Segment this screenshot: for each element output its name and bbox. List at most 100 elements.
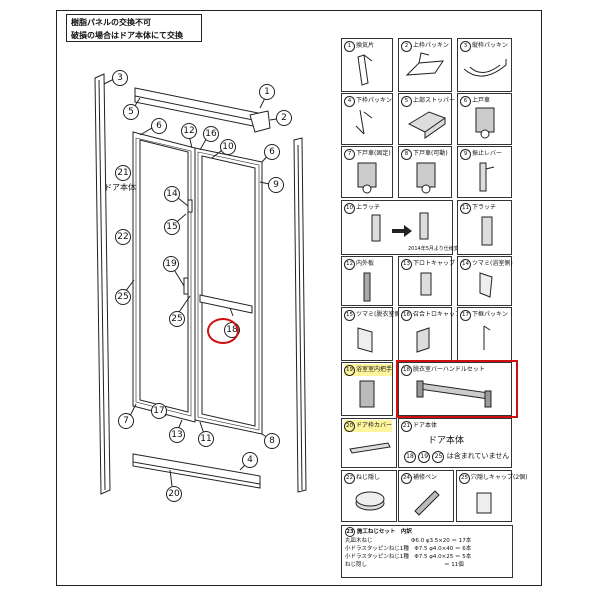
- screw-set-row: 小ドラスタッピンねじ1種 Φ7.5 φ4.0×40 ＝ 6本: [345, 546, 472, 552]
- door-body-excluded-note: 18 19 25 は含まれていません: [404, 451, 509, 463]
- part-13-image: [420, 272, 432, 296]
- callout-21: 21: [115, 165, 131, 181]
- screw-set-title: 施工ねじセット 内訳: [356, 529, 412, 535]
- excluded-19: 19: [418, 451, 431, 463]
- knob-bathroom: [183, 277, 189, 295]
- part-8-image: [416, 162, 436, 194]
- callout-6-right: 6: [264, 144, 280, 160]
- latch-spec-change-note: 2014年5月より仕様変更: [408, 246, 464, 252]
- callout-7: 7: [118, 413, 134, 429]
- part-12-image: [363, 272, 371, 302]
- part-5-image: [407, 111, 447, 139]
- callout-10: 10: [220, 139, 236, 155]
- screw-set-num: 23: [345, 527, 355, 537]
- note-line-2: 破損の場合はドア本体にて交換: [71, 31, 183, 40]
- excluded-text: は含まれていません: [446, 452, 510, 460]
- callout-13: 13: [169, 427, 185, 443]
- bar-handle: [199, 294, 253, 314]
- part-18-image: [416, 380, 492, 408]
- callout-5: 5: [123, 104, 139, 120]
- excluded-18: 18: [404, 451, 416, 463]
- part-2-image: [405, 52, 444, 76]
- screw-set-row: 小ドラスタッピンねじ1種 Φ7.5 φ4.0×25 ＝ 5本: [345, 554, 472, 560]
- excluded-25: 25: [432, 451, 445, 463]
- part-16-image: [416, 327, 430, 353]
- callout-17: 17: [151, 403, 167, 419]
- left-door-panel: [132, 131, 196, 423]
- part-7-image: [357, 162, 377, 194]
- part-9-image: [479, 162, 495, 192]
- callout-9: 9: [268, 177, 284, 193]
- part-1-image: [357, 54, 373, 86]
- highlight-box-18: [396, 360, 518, 418]
- part-20-image: [349, 442, 391, 454]
- note-box: 樹脂パネルの交換不可 破損の場合はドア本体にて交換: [66, 14, 202, 42]
- door-body-cell-text: ドア本体: [428, 436, 465, 446]
- screw-set-row: ねじ隠し ＝ 11個: [345, 562, 464, 568]
- part-4-image: [355, 109, 373, 135]
- callout-16: 16: [203, 126, 219, 142]
- part-14-image: [479, 272, 493, 298]
- part-3-image: [463, 59, 507, 77]
- right-top-piece: [249, 110, 271, 133]
- callout-1: 1: [259, 84, 275, 100]
- callout-25: 25: [169, 311, 185, 327]
- top-rail: [134, 87, 264, 123]
- callout-4: 4: [242, 452, 258, 468]
- part-15-image: [357, 327, 373, 353]
- left-frame-rail: [94, 73, 111, 495]
- callout-12: 12: [181, 123, 197, 139]
- callout-15: 15: [164, 219, 180, 235]
- part-6-image: [475, 107, 495, 139]
- callout-11: 11: [198, 431, 214, 447]
- note-line-1: 樹脂パネルの交換不可: [71, 18, 151, 27]
- latch-upper: [187, 199, 193, 213]
- screw-set-row: 丸皿木ねじ Φ6.0 φ3.5×20 ＝ 17本: [345, 538, 472, 544]
- screw-set-box: 23 施工ねじセット 内訳 丸皿木ねじ Φ6.0 φ3.5×20 ＝ 17本 小…: [341, 525, 513, 578]
- callout-20: 20: [166, 486, 182, 502]
- callout-8: 8: [264, 433, 280, 449]
- callout-3: 3: [112, 70, 128, 86]
- callout-25-left: 25: [115, 289, 131, 305]
- highlight-ellipse-18: [207, 318, 239, 344]
- part-10-image: [371, 212, 429, 242]
- part-17-image: [483, 325, 491, 350]
- callout-19: 19: [163, 256, 179, 272]
- part-22-image: [355, 491, 385, 511]
- part-19-image: [359, 380, 375, 408]
- part-11-image: [481, 216, 493, 246]
- door-body-label: ドア本体: [104, 183, 136, 192]
- right-door-panel: [194, 147, 263, 435]
- callout-6-left: 6: [151, 118, 167, 134]
- callout-22: 22: [115, 229, 131, 245]
- part-24-image: [414, 490, 440, 516]
- callout-2: 2: [276, 110, 292, 126]
- part-25-image: [476, 492, 492, 514]
- callout-14: 14: [164, 186, 180, 202]
